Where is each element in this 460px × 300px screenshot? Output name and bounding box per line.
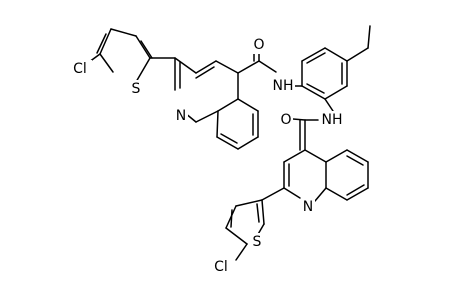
bond-lines [84,25,371,261]
atom-labels: Cl S O NH N O NH N S Cl [68,36,344,276]
sulfur-atom-label: S [253,234,262,250]
chlorine-atom-label: Cl [214,259,228,275]
quinoline-nitrogen-label: N [303,199,313,215]
amide-nh-label: NH [273,78,294,94]
carbonyl-oxygen-label: O [253,37,264,53]
chlorine-atom-label: Cl [73,61,87,77]
carbonyl-oxygen-label: O [280,112,291,128]
sulfur-atom-label: S [132,81,141,97]
quinoline-nitrogen-label: N [176,108,186,124]
amide-nh-label: NH [322,112,343,128]
